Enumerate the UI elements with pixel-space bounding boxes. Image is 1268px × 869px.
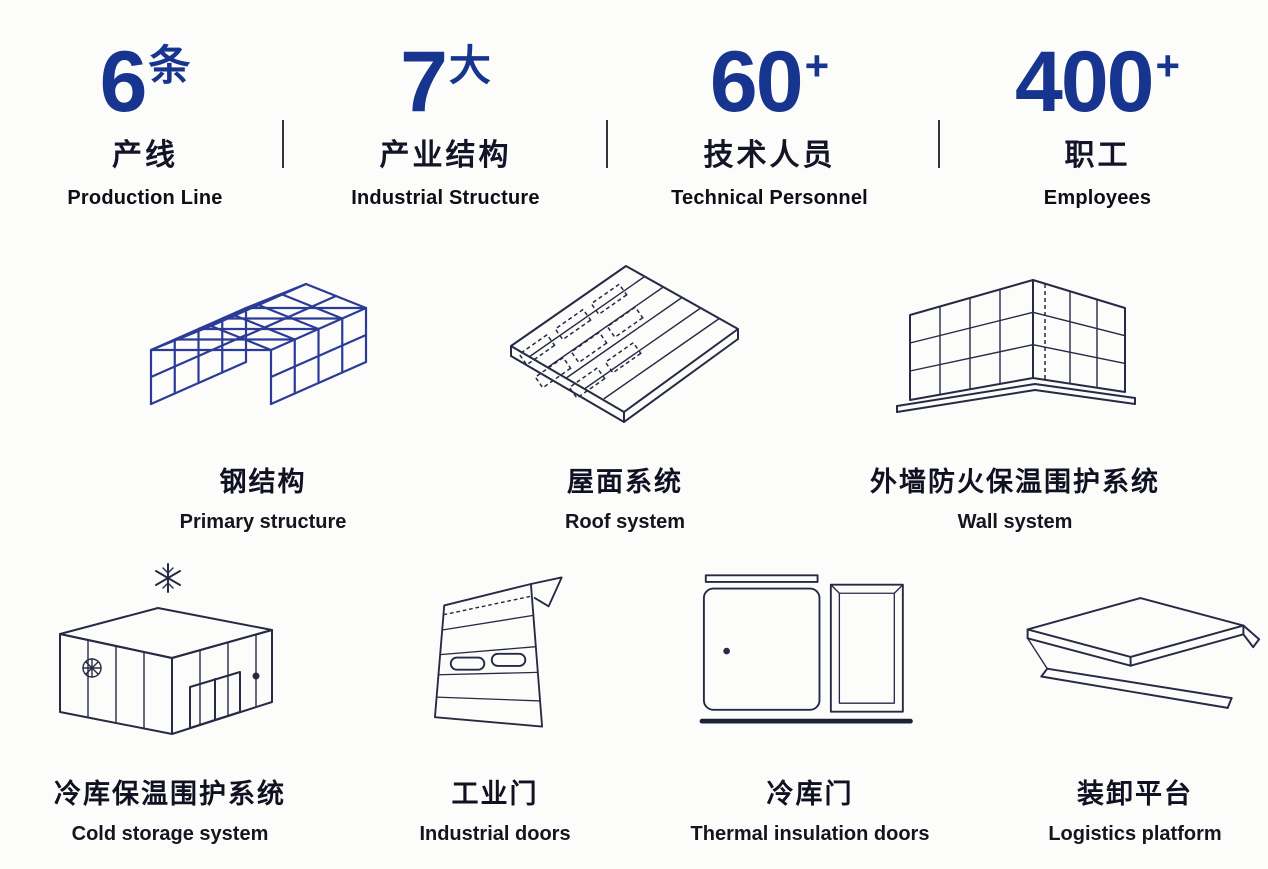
product-label-en: Thermal insulation doors	[690, 823, 930, 845]
industrial-door-illustration	[393, 552, 598, 752]
product-label-zh: 工业门	[451, 779, 539, 809]
stat-production-lines: 6 条 产线 Production Line	[40, 34, 250, 210]
snowflake-icon	[155, 563, 181, 593]
cold-storage-illustration	[40, 552, 300, 752]
roof-system-icon	[510, 265, 739, 423]
stat-technical-personnel: 60 + 技术人员 Technical Personnel	[652, 34, 887, 210]
product-card-industrial-doors: 工业门 Industrial doors	[385, 552, 605, 846]
stat-label-zh: 技术人员	[703, 138, 836, 172]
product-card-thermal-insulation-doors: 冷库门 Thermal insulation doors	[660, 552, 960, 846]
stat-label-zh: 产业结构	[379, 138, 512, 172]
product-label-zh: 屋面系统	[567, 467, 683, 497]
product-label-zh: 装卸平台	[1077, 779, 1193, 809]
stat-value-text: 60	[709, 34, 804, 130]
stat-suffix-text: +	[1155, 42, 1181, 89]
stat-number: 60 +	[709, 34, 830, 130]
stat-suffix-text: 大	[448, 42, 491, 89]
stat-divider	[282, 120, 284, 168]
product-label-en: Wall system	[957, 511, 1073, 533]
stat-number: 7 大	[400, 34, 491, 130]
cold-storage-icon	[59, 563, 273, 735]
product-label-en: Industrial doors	[419, 823, 571, 845]
product-label-en: Primary structure	[179, 511, 347, 533]
product-card-wall-system: 外墙防火保温围护系统 Wall system	[855, 250, 1175, 534]
industrial-door-icon	[433, 576, 563, 728]
stat-divider	[606, 120, 608, 168]
product-label-zh: 冷库保温围护系统	[54, 779, 286, 809]
stat-label-en: Production Line	[67, 186, 223, 209]
stat-suffix-text: +	[804, 42, 830, 89]
product-card-roof-system: 屋面系统 Roof system	[495, 250, 755, 534]
stat-suffix-text: 条	[148, 42, 191, 89]
loading-platform-icon	[1026, 597, 1260, 709]
product-label-zh: 冷库门	[766, 779, 854, 809]
stat-label-zh: 产线	[112, 138, 178, 172]
stat-value-text: 6	[99, 34, 148, 130]
product-card-cold-storage: 冷库保温围护系统 Cold storage system	[25, 552, 315, 846]
stat-value-text: 7	[400, 34, 448, 130]
stat-label-zh: 职工	[1064, 138, 1131, 172]
stat-value-text: 400	[1014, 34, 1154, 130]
product-card-logistics-platform: 装卸平台 Logistics platform	[1010, 552, 1260, 846]
stat-label-en: Industrial Structure	[351, 186, 540, 209]
stat-label-en: Employees	[1043, 186, 1152, 209]
cold-storage-door-illustration	[686, 552, 934, 752]
steel-structure-illustration	[133, 250, 393, 440]
product-card-primary-structure: 钢结构 Primary structure	[128, 250, 398, 534]
product-label-en: Roof system	[564, 511, 686, 533]
product-label-en: Cold storage system	[71, 823, 269, 845]
wall-system-illustration	[885, 250, 1145, 440]
stat-employees: 400 + 职工 Employees	[980, 34, 1215, 210]
stat-number: 400 +	[1014, 34, 1181, 130]
loading-platform-illustration	[1008, 552, 1263, 752]
steel-structure-icon	[149, 282, 368, 406]
wall-system-icon	[896, 279, 1136, 413]
product-label-zh: 钢结构	[219, 467, 307, 497]
stat-label-en: Technical Personnel	[671, 186, 868, 209]
stat-number: 6 条	[99, 34, 191, 130]
roof-system-illustration	[496, 250, 754, 440]
product-label-zh: 外墙防火保温围护系统	[870, 467, 1160, 497]
cold-storage-door-icon	[699, 574, 913, 724]
stat-industrial-structure: 7 大 产业结构 Industrial Structure	[338, 34, 553, 210]
product-label-en: Logistics platform	[1048, 823, 1222, 845]
stat-divider	[938, 120, 940, 168]
